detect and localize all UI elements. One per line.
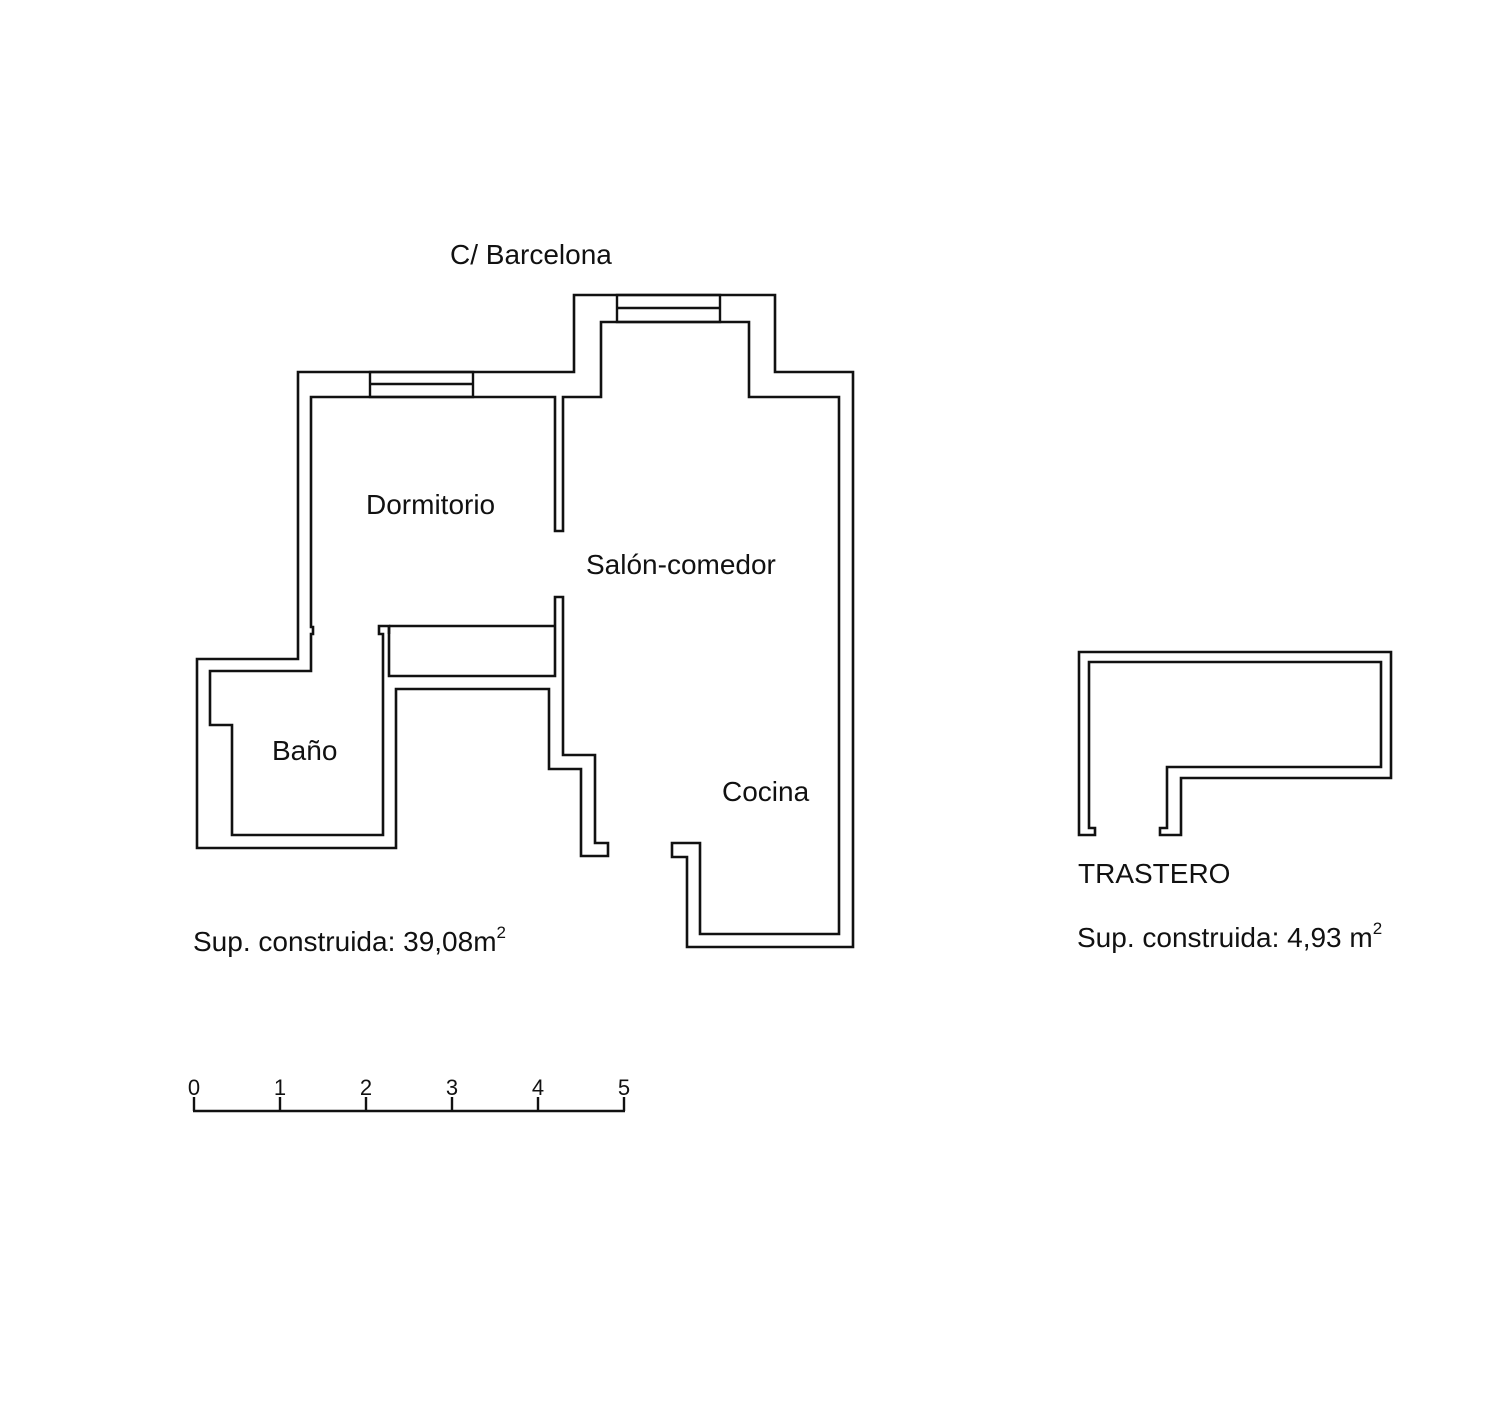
- scale-label-3: 3: [446, 1075, 458, 1100]
- window-salon: [615, 293, 722, 324]
- scale-label-0: 0: [188, 1075, 200, 1100]
- window-dormitorio: [368, 370, 475, 399]
- storage-area-superscript: 2: [1373, 919, 1382, 938]
- apartment-walls: [195, 293, 855, 949]
- scale-label-4: 4: [532, 1075, 544, 1100]
- scale-label-1: 1: [274, 1075, 286, 1100]
- storage-walls: [1077, 650, 1393, 837]
- room-label-trastero: TRASTERO: [1078, 858, 1230, 889]
- scale-bar: 0 1 2 3 4 5: [188, 1075, 630, 1113]
- room-label-cocina: Cocina: [722, 776, 810, 807]
- scale-label-2: 2: [360, 1075, 372, 1100]
- room-label-dormitorio: Dormitorio: [366, 489, 495, 520]
- street-label: C/ Barcelona: [450, 239, 612, 270]
- room-label-salon-comedor: Salón-comedor: [586, 549, 776, 580]
- main-area-superscript: 2: [497, 923, 506, 942]
- scale-label-5: 5: [618, 1075, 630, 1100]
- storage-area-label: Sup. construida: 4,93 m2: [1077, 919, 1382, 953]
- storage-outline: [1077, 650, 1393, 837]
- room-label-bano: Baño: [272, 735, 337, 766]
- outer-wall: [195, 293, 855, 949]
- main-area-label: Sup. construida: 39,08m2: [193, 923, 506, 957]
